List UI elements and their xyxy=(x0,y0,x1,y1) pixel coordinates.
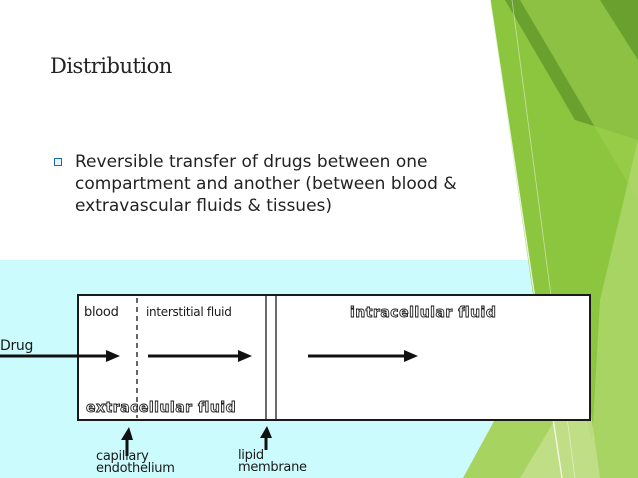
bullet-square-icon xyxy=(54,158,62,166)
interstitial-arrow-head xyxy=(238,350,252,362)
drug-label: Drug xyxy=(0,338,34,354)
slide-title: Distribution xyxy=(50,54,172,78)
light-green-triangle xyxy=(590,140,638,478)
capillary-label: capillary xyxy=(96,449,149,464)
capillary-pointer-head xyxy=(121,427,133,440)
interstitial-fluid-label: interstitial fluid xyxy=(146,305,232,319)
lipid-label: lipid xyxy=(238,448,264,463)
bullet-text: Reversible transfer of drugs between one… xyxy=(75,152,457,216)
intracellular-arrow-head xyxy=(404,350,418,362)
compartment-diagram xyxy=(0,294,591,456)
blood-label: blood xyxy=(84,305,119,320)
membrane-pointer-head xyxy=(260,426,272,438)
membrane-label: membrane xyxy=(238,460,307,475)
drug-arrow-head xyxy=(106,350,120,362)
intracellular-fluid-label: intracellular fluid xyxy=(350,305,497,322)
mid-green-triangle xyxy=(520,0,638,200)
endothelium-label: endothelium xyxy=(96,461,175,476)
extracellular-fluid-label: extracellular fluid xyxy=(86,400,237,417)
